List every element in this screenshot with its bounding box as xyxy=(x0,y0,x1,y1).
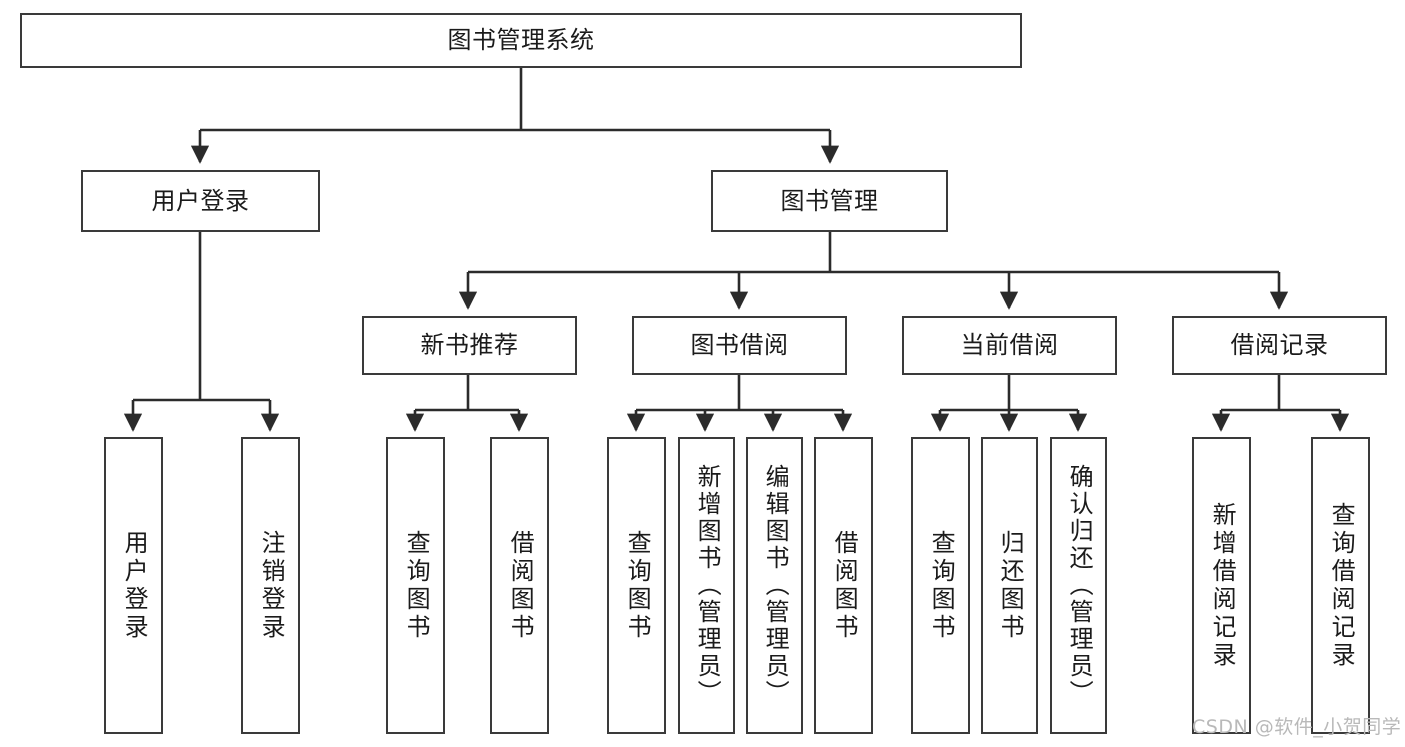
node-book-management[interactable]: 图书管理 xyxy=(711,170,948,232)
node-book-management-label: 图书管理 xyxy=(780,186,879,215)
node-leaf-borrow-book-1-label: 借阅图书 xyxy=(506,529,535,642)
node-current-borrow[interactable]: 当前借阅 xyxy=(902,316,1117,375)
node-user-login[interactable]: 用户登录 xyxy=(81,170,320,232)
node-leaf-logout-label: 注销登录 xyxy=(257,529,286,642)
node-current-borrow-label: 当前借阅 xyxy=(960,331,1059,360)
node-leaf-add-record-label: 新增借阅记录 xyxy=(1208,501,1237,670)
node-leaf-borrow-book-2-label: 借阅图书 xyxy=(830,529,859,642)
node-leaf-query-book-3-label: 查询图书 xyxy=(927,529,956,642)
node-user-login-label: 用户登录 xyxy=(151,186,250,215)
node-borrow-record-label: 借阅记录 xyxy=(1230,331,1329,360)
node-leaf-query-record-label: 查询借阅记录 xyxy=(1327,501,1356,670)
node-leaf-add-book[interactable]: 新增图书（管理员） xyxy=(678,437,735,734)
node-leaf-confirm-return[interactable]: 确认归还（管理员） xyxy=(1050,437,1107,734)
node-leaf-user-login-label: 用户登录 xyxy=(120,529,149,642)
node-leaf-add-book-label: 新增图书（管理员） xyxy=(693,464,722,707)
node-leaf-query-book-3[interactable]: 查询图书 xyxy=(911,437,970,734)
node-leaf-query-record[interactable]: 查询借阅记录 xyxy=(1311,437,1370,734)
node-leaf-return-book[interactable]: 归还图书 xyxy=(981,437,1038,734)
node-leaf-query-book-2-label: 查询图书 xyxy=(623,529,652,642)
node-leaf-logout[interactable]: 注销登录 xyxy=(241,437,300,734)
node-leaf-query-book-1[interactable]: 查询图书 xyxy=(386,437,445,734)
node-book-borrow-label: 图书借阅 xyxy=(690,331,789,360)
node-borrow-record[interactable]: 借阅记录 xyxy=(1172,316,1387,375)
node-leaf-edit-book[interactable]: 编辑图书（管理员） xyxy=(746,437,803,734)
node-leaf-return-book-label: 归还图书 xyxy=(996,529,1025,642)
node-leaf-borrow-book-1[interactable]: 借阅图书 xyxy=(490,437,549,734)
node-leaf-query-book-2[interactable]: 查询图书 xyxy=(607,437,666,734)
node-root[interactable]: 图书管理系统 xyxy=(20,13,1022,68)
node-new-book-recommend[interactable]: 新书推荐 xyxy=(362,316,577,375)
node-new-book-recommend-label: 新书推荐 xyxy=(420,331,519,360)
node-leaf-user-login[interactable]: 用户登录 xyxy=(104,437,163,734)
csdn-watermark: CSDN @软件_小贺同学 xyxy=(1192,716,1402,738)
node-book-borrow[interactable]: 图书借阅 xyxy=(632,316,847,375)
node-leaf-edit-book-label: 编辑图书（管理员） xyxy=(761,464,790,707)
node-leaf-borrow-book-2[interactable]: 借阅图书 xyxy=(814,437,873,734)
node-root-label: 图书管理系统 xyxy=(447,26,595,55)
node-leaf-confirm-return-label: 确认归还（管理员） xyxy=(1065,464,1094,707)
node-leaf-query-book-1-label: 查询图书 xyxy=(402,529,431,642)
node-leaf-add-record[interactable]: 新增借阅记录 xyxy=(1192,437,1251,734)
